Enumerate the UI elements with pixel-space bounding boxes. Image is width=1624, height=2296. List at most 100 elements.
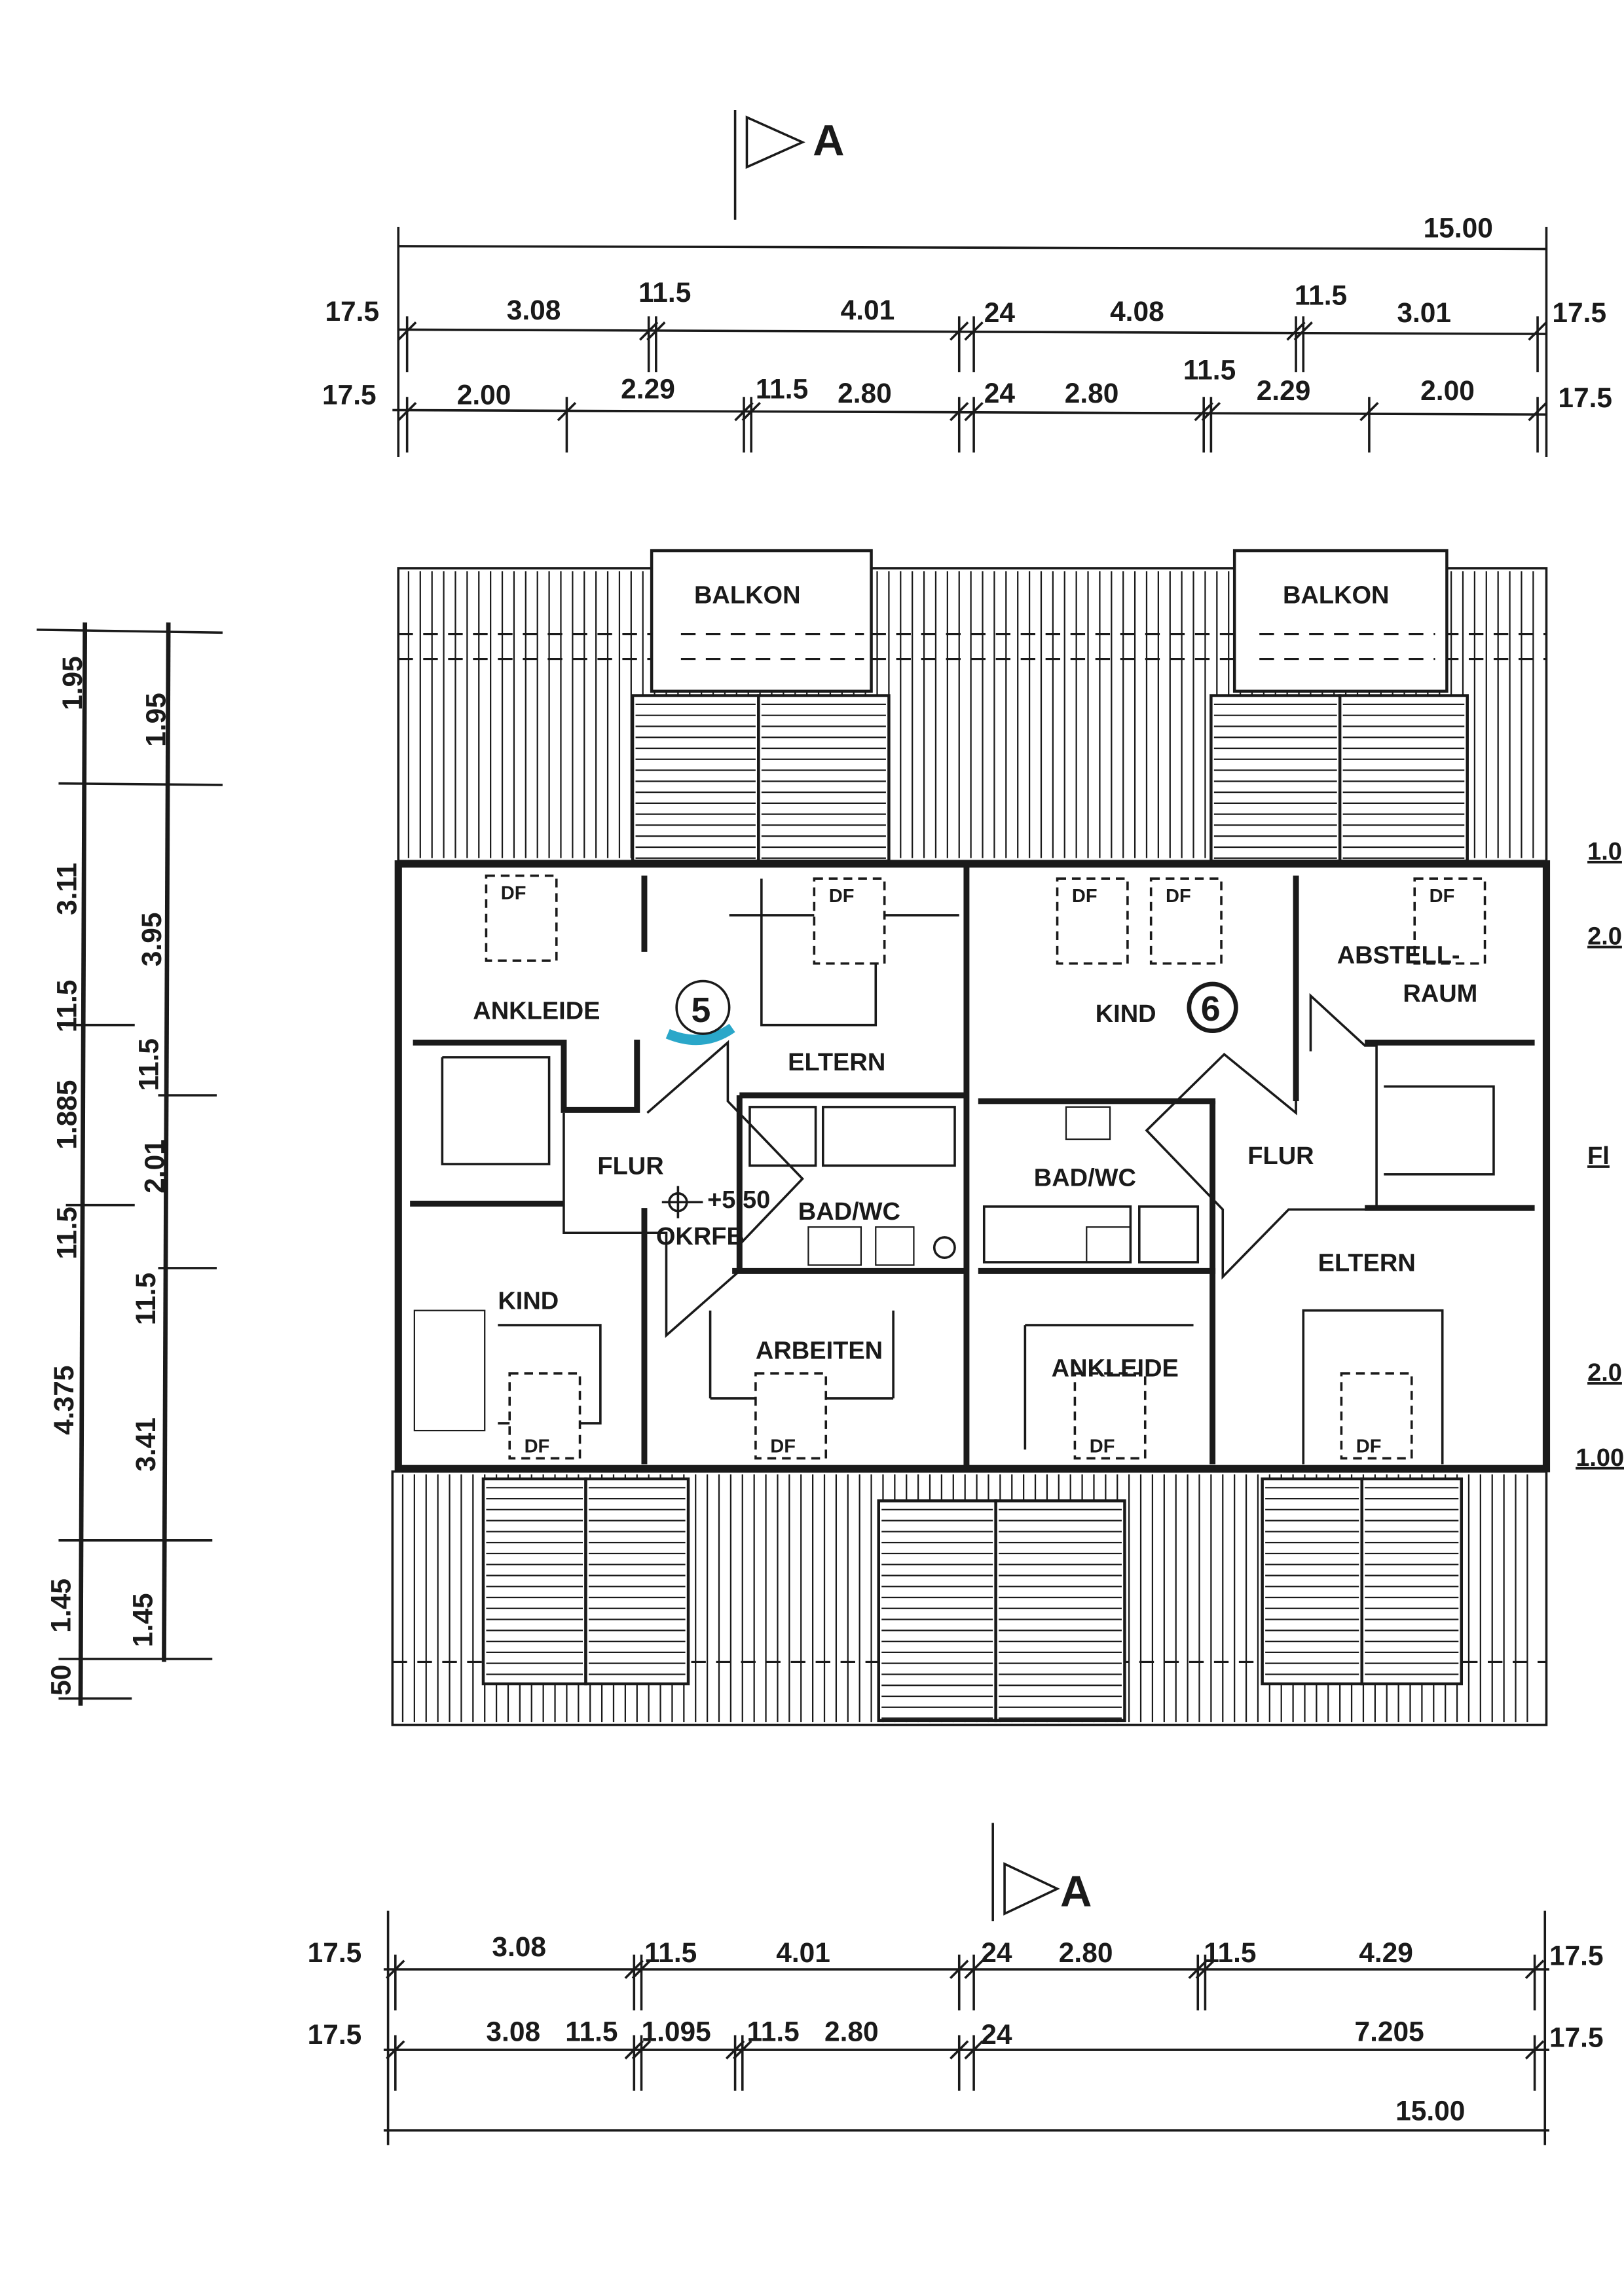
dimension: 11.5 bbox=[131, 1273, 162, 1325]
skylight-label: DF bbox=[501, 883, 526, 903]
dimension: 2.80 bbox=[1059, 1938, 1113, 1969]
edge-label: 1.0 bbox=[1587, 838, 1622, 866]
dimension: 11.5 bbox=[52, 1207, 83, 1259]
section-label: A bbox=[1060, 1867, 1092, 1916]
skylight-df: DF bbox=[1149, 877, 1223, 965]
dimension: 11.5 bbox=[747, 2017, 799, 2048]
room-label: BAD/WC bbox=[798, 1198, 900, 1226]
dimension: 3.95 bbox=[137, 913, 168, 967]
dimension: 17.5 bbox=[1549, 2023, 1604, 2054]
room-label: ARBEITEN bbox=[756, 1338, 883, 1365]
dimension: 2.29 bbox=[1257, 376, 1311, 407]
skylight-label: DF bbox=[1356, 1436, 1382, 1457]
dimension: 1.95 bbox=[141, 693, 172, 747]
dimension: 11.5 bbox=[756, 374, 808, 405]
dimension: 3.41 bbox=[131, 1417, 162, 1472]
dimension: 17.5 bbox=[1558, 383, 1612, 414]
dormer-block bbox=[631, 694, 760, 863]
dimension: 17.5 bbox=[1552, 298, 1606, 329]
dimension: 2.80 bbox=[838, 378, 892, 409]
dimension: 2.00 bbox=[457, 380, 511, 410]
dormer-block bbox=[481, 1477, 587, 1686]
room-label: FLUR bbox=[597, 1153, 663, 1180]
dimension: 4.01 bbox=[841, 295, 895, 326]
dimension: 2.80 bbox=[1065, 378, 1119, 409]
dimension: 50 bbox=[46, 1665, 77, 1696]
skylight-df: DF bbox=[1056, 877, 1129, 965]
left-dimension-chain: 1.95 3.11 11.5 1.885 11.5 4.375 1.45 50 … bbox=[36, 622, 223, 1706]
unit-6: 6 KIND ABSTELL- RAUM BAD/WC FLUR ELTERN … bbox=[1034, 942, 1478, 1383]
dimension: 4.29 bbox=[1359, 1938, 1413, 1969]
dimension: 24 bbox=[981, 2020, 1012, 2050]
skylight-label: DF bbox=[1166, 886, 1191, 907]
unit-number: 6 bbox=[1201, 989, 1221, 1029]
room-label: KIND bbox=[498, 1287, 559, 1315]
skylight-label: DF bbox=[770, 1436, 796, 1457]
room-label: KIND bbox=[1096, 1000, 1156, 1028]
dimension: 17.5 bbox=[308, 1938, 362, 1969]
dimension: 11.5 bbox=[134, 1038, 165, 1091]
highlight-mark bbox=[665, 1023, 735, 1046]
dormer-block bbox=[1338, 694, 1469, 863]
skylight-label: DF bbox=[1430, 886, 1455, 907]
room-label: FLUR bbox=[1247, 1142, 1314, 1170]
dimension: 11.5 bbox=[644, 1938, 697, 1969]
dimension: 2.00 bbox=[1420, 376, 1475, 407]
skylight-label: DF bbox=[1072, 886, 1098, 907]
edge-label: Fl bbox=[1587, 1142, 1610, 1170]
room-label: ANKLEIDE bbox=[1052, 1355, 1179, 1382]
dimension: 3.11 bbox=[52, 863, 83, 915]
dimension: 11.5 bbox=[1295, 280, 1347, 311]
dimension: 17.5 bbox=[325, 297, 379, 327]
edge-label: 1.00 bbox=[1576, 1444, 1624, 1472]
unit-5: 5 ANKLEIDE ELTERN FLUR BAD/WC KIND ARBEI… bbox=[473, 979, 900, 1365]
dormer-block bbox=[877, 1499, 997, 1722]
edge-label: 2.0 bbox=[1587, 1359, 1622, 1387]
skylight-df: DF bbox=[485, 874, 558, 962]
section-label: A bbox=[813, 116, 844, 165]
bottom-dimension-chain: 17.5 3.08 11.5 4.01 24 2.80 11.5 4.29 17… bbox=[308, 1910, 1604, 2145]
skylight-df: DF bbox=[1073, 1372, 1147, 1460]
room-label: ANKLEIDE bbox=[473, 998, 600, 1025]
skylight-df: DF bbox=[754, 1372, 828, 1460]
dimension: 11.5 bbox=[565, 2017, 618, 2048]
edge-label: 2.0 bbox=[1587, 923, 1622, 951]
room-label: BAD/WC bbox=[1034, 1165, 1136, 1192]
dimension: 4.375 bbox=[49, 1366, 80, 1435]
top-dimension-chain: 15.00 17.5 3.08 11.5 4.01 24 4.08 11.5 3… bbox=[322, 213, 1612, 457]
dimension: 3.08 bbox=[486, 2017, 540, 2048]
unit-number-circle bbox=[1187, 981, 1238, 1033]
room-label: RAUM bbox=[1403, 980, 1477, 1008]
dormer-block bbox=[584, 1477, 690, 1686]
level-reference: OKRFB bbox=[656, 1223, 745, 1250]
dimension-total: 15.00 bbox=[1424, 213, 1493, 244]
dormer-block bbox=[994, 1499, 1126, 1722]
dormer-block bbox=[1360, 1477, 1464, 1686]
dimension: 3.01 bbox=[1397, 298, 1451, 329]
section-marker-bottom: A bbox=[991, 1823, 1092, 1922]
dimension: 2.01 bbox=[139, 1139, 170, 1194]
skylight-df: DF bbox=[1413, 877, 1486, 965]
balcony-left: BALKON bbox=[650, 549, 873, 693]
unit-number: 5 bbox=[692, 991, 711, 1030]
dimension: 17.5 bbox=[308, 2020, 362, 2050]
dimension: 3.08 bbox=[507, 295, 561, 326]
dormers bbox=[481, 694, 1469, 1722]
dimension: 1.95 bbox=[58, 656, 88, 710]
balcony-label: BALKON bbox=[694, 582, 801, 610]
dimension: 1.45 bbox=[46, 1578, 77, 1633]
section-marker-top: A bbox=[733, 109, 845, 220]
dimension: 11.5 bbox=[638, 278, 691, 308]
dimension: 1.45 bbox=[128, 1593, 159, 1647]
right-edge-labels: 1.0 2.0 Fl 2.0 1.00 bbox=[1576, 838, 1624, 1472]
dimension: 7.205 bbox=[1355, 2017, 1424, 2048]
dimension: 11.5 bbox=[1204, 1938, 1256, 1969]
dimension: 1.885 bbox=[52, 1080, 83, 1149]
skylight-label: DF bbox=[525, 1436, 550, 1457]
skylight-df: DF bbox=[1340, 1372, 1413, 1460]
skylight-label: DF bbox=[1090, 1436, 1115, 1457]
skylight-df: DF bbox=[508, 1372, 581, 1460]
balcony-label: BALKON bbox=[1283, 582, 1390, 610]
